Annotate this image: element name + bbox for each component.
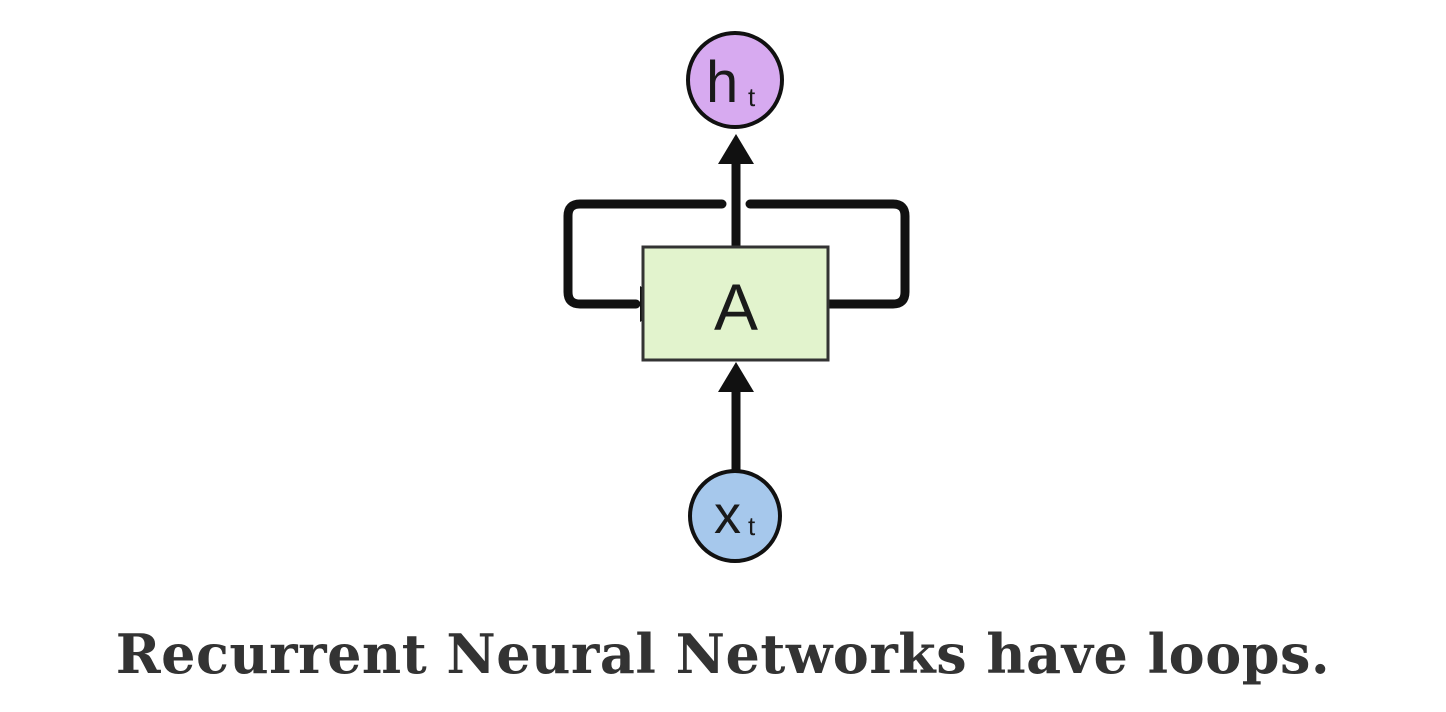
input-arrowhead: [718, 362, 754, 392]
output-node-subscript: t: [748, 82, 756, 112]
input-node-label: x: [714, 485, 741, 545]
output-arrowhead: [718, 134, 754, 164]
output-node-label: h: [706, 50, 738, 115]
cell-box: [641, 245, 830, 362]
output-node: [686, 31, 784, 129]
figure-caption: Recurrent Neural Networks have loops.: [115, 622, 1331, 686]
input-node-subscript: t: [748, 511, 756, 541]
recurrent-loop-arrow: [563, 199, 910, 309]
input-node: [688, 469, 782, 563]
cell-label: A: [714, 270, 758, 344]
